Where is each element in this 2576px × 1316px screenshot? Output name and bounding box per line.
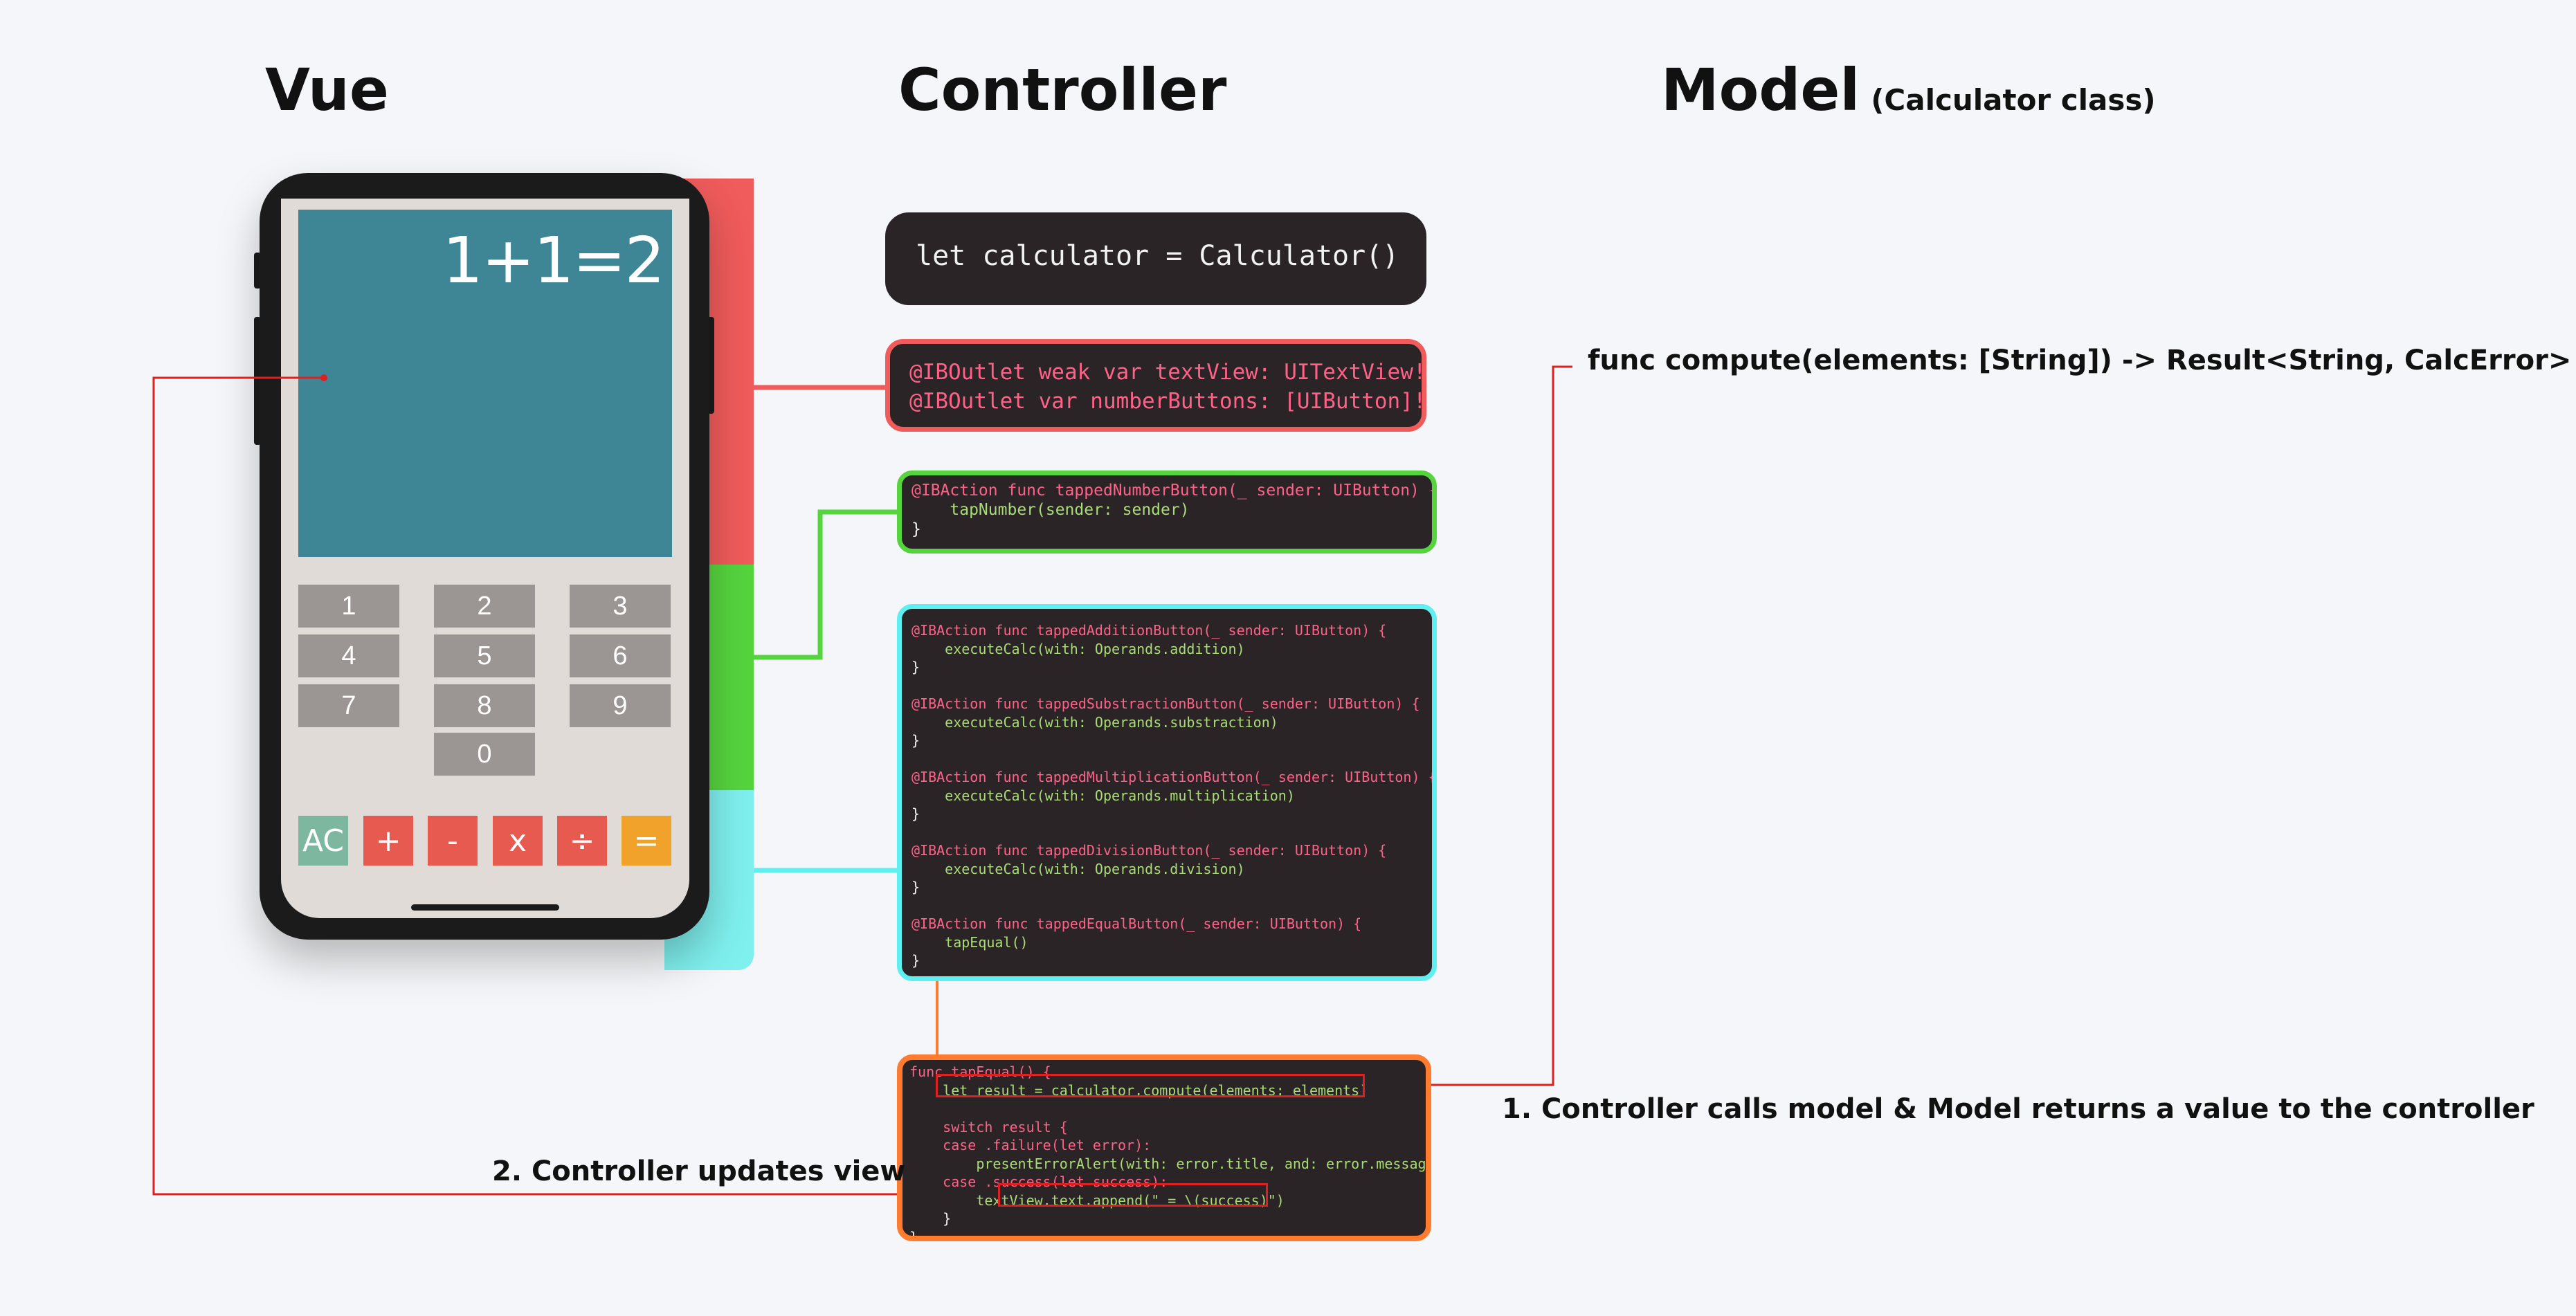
code-line-op-15: } <box>911 879 920 895</box>
key-0[interactable]: 0 <box>434 733 535 776</box>
heading-model: Model(Calculator class) <box>1661 61 2156 119</box>
code-line-eq-5: case .failure(let error): <box>909 1137 1152 1153</box>
code-operator-actions: @IBAction func tappedAdditionButton(_ se… <box>897 604 1437 981</box>
key-multiply[interactable]: x <box>493 816 543 866</box>
display-text: 1+1=2 <box>442 223 665 298</box>
connector-view-update <box>152 376 998 1196</box>
phone-side-button-left-2 <box>254 317 261 445</box>
code-line-eq-9: } <box>909 1210 952 1227</box>
key-plus[interactable]: + <box>363 816 413 866</box>
code-line-op-3: } <box>911 659 920 675</box>
code-outlets: @IBOutlet weak var textView: UITextView!… <box>885 339 1426 432</box>
key-3[interactable]: 3 <box>570 585 671 628</box>
model-compute-signature: func compute(elements: [String]) -> Resu… <box>1588 345 2572 376</box>
code-line-eq-6: presentErrorAlert(with: error.title, and… <box>909 1155 1431 1172</box>
heading-view: Vue <box>265 56 389 124</box>
code-line-op-10: executeCalc(with: Operands.multiplicatio… <box>911 787 1295 804</box>
code-calculator-instance: let calculator = Calculator() <box>885 212 1426 305</box>
code-number-action: @IBAction func tappedNumberButton(_ send… <box>897 470 1437 554</box>
code-line-op-8 <box>911 750 1432 769</box>
code-line-eq-10: } <box>909 1228 918 1241</box>
code-line-op-12 <box>911 823 1432 842</box>
view-anchor-dot <box>320 374 327 381</box>
key-7[interactable]: 7 <box>298 684 399 727</box>
code-line-op-6: executeCalc(with: Operands.substraction) <box>911 713 1278 731</box>
code-line-op-18: tapEqual() <box>911 933 1028 951</box>
note-step-2: 2. Controller updates view <box>492 1155 906 1187</box>
code-line-number-3: } <box>911 520 921 538</box>
code-line-op-4 <box>911 677 1432 695</box>
code-line-op-16 <box>911 897 1432 915</box>
key-9[interactable]: 9 <box>570 684 671 727</box>
note-step-1: 1. Controller calls model & Model return… <box>1502 1093 2534 1125</box>
key-4[interactable]: 4 <box>298 634 399 677</box>
heading-model-title: Model <box>1661 56 1860 124</box>
code-line-outlet-2: @IBOutlet var numberButtons: [UIButton]! <box>909 389 1426 414</box>
code-line-op-9: @IBAction func tappedMultiplicationButto… <box>911 769 1437 785</box>
code-line-eq-3 <box>909 1099 1426 1118</box>
key-6[interactable]: 6 <box>570 634 671 677</box>
code-line-op-7: } <box>911 732 920 749</box>
connector-model-call <box>1365 365 1572 1086</box>
key-5[interactable]: 5 <box>434 634 535 677</box>
code-line-eq-1: func tapEqual() { <box>909 1063 1051 1080</box>
key-divide[interactable]: ÷ <box>557 816 607 866</box>
connector-number-action <box>754 509 899 660</box>
code-line-op-17: @IBAction func tappedEqualButton(_ sende… <box>911 915 1362 932</box>
code-line-eq-4: switch result { <box>909 1118 1068 1135</box>
key-clear[interactable]: AC <box>298 816 348 866</box>
heading-controller: Controller <box>898 56 1227 124</box>
home-indicator <box>411 904 559 911</box>
calculator-display: 1+1=2 <box>298 210 672 557</box>
code-line-outlet-1: @IBOutlet weak var textView: UITextView! <box>909 360 1426 385</box>
code-line-op-5: @IBAction func tappedSubstractionButton(… <box>911 695 1420 712</box>
code-line-op-13: @IBAction func tappedDivisionButton(_ se… <box>911 842 1387 859</box>
code-line-op-14: executeCalc(with: Operands.division) <box>911 860 1245 877</box>
key-8[interactable]: 8 <box>434 684 535 727</box>
key-equal[interactable]: = <box>622 816 671 866</box>
code-line-op-19: } <box>911 952 920 969</box>
phone-side-button-right <box>707 317 714 414</box>
phone-side-button-left-1 <box>254 253 261 289</box>
code-line-op-2: executeCalc(with: Operands.addition) <box>911 640 1245 657</box>
code-line-number-1: @IBAction func tappedNumberButton(_ send… <box>911 482 1437 500</box>
highlight-text-append <box>998 1183 1268 1207</box>
key-minus[interactable]: - <box>428 816 478 866</box>
code-line-eq-7: case .success(let success): <box>909 1173 1168 1190</box>
heading-model-subtitle: (Calculator class) <box>1871 83 2156 117</box>
key-1[interactable]: 1 <box>298 585 399 628</box>
code-line-number-2: tapNumber(sender: sender) <box>911 501 1190 519</box>
code-line-op-1: @IBAction func tappedAdditionButton(_ se… <box>911 622 1387 639</box>
code-line-op-11: } <box>911 805 920 822</box>
code-line-instance: let calculator = Calculator() <box>916 240 1399 272</box>
key-2[interactable]: 2 <box>434 585 535 628</box>
highlight-compute-call <box>936 1074 1365 1097</box>
